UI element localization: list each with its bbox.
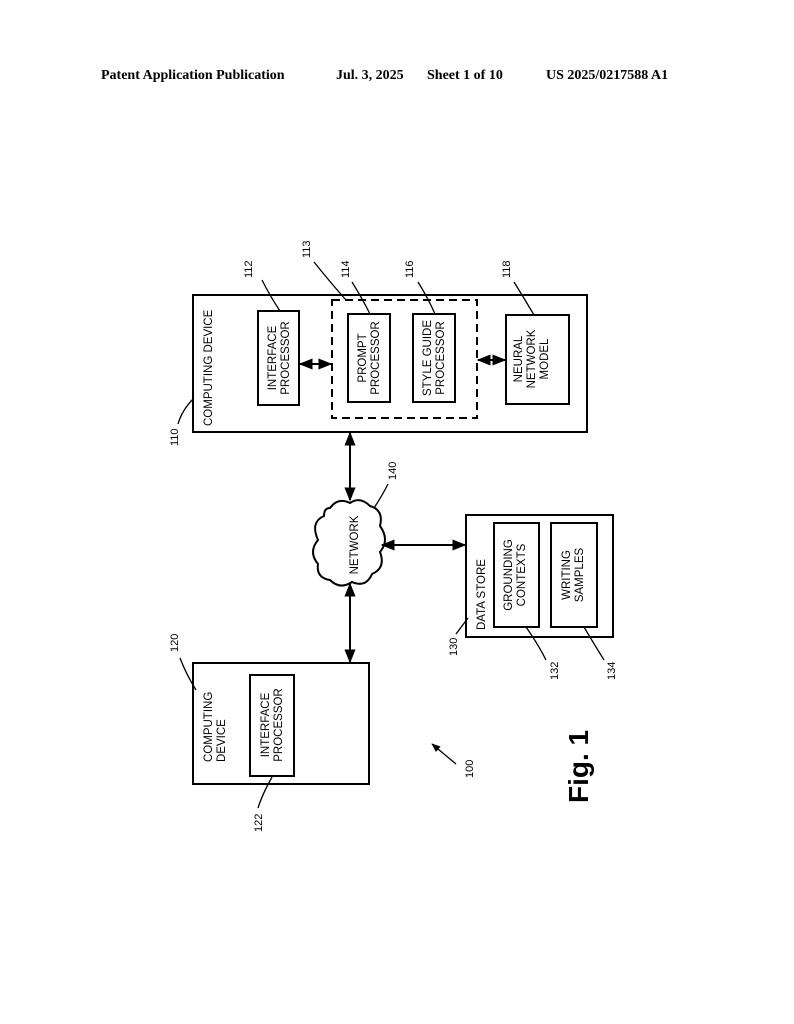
leader-112 — [261, 279, 281, 312]
page-header: Patent Application Publication Jul. 3, 2… — [0, 68, 794, 88]
writing-samples-134-label: WRITING SAMPLES — [561, 548, 586, 603]
leader-118 — [513, 281, 535, 316]
leader-132 — [525, 626, 547, 661]
ref-130: 130 — [448, 638, 460, 656]
ref-110: 110 — [169, 428, 181, 446]
svg-text:NETWORK: NETWORK — [526, 329, 538, 388]
interface-processor-122-box — [249, 674, 295, 777]
leader-120 — [179, 657, 197, 691]
grounding-contexts-132-box — [493, 522, 540, 628]
leader-114 — [351, 281, 371, 315]
ref-118: 118 — [501, 260, 513, 278]
neural-network-model-118-label: NEURAL NETWORK MODEL — [513, 329, 551, 388]
prompt-processor-114-label: PROMPT PROCESSOR — [357, 321, 382, 395]
svg-text:NEURAL: NEURAL — [513, 335, 525, 382]
svg-text:INTERFACE: INTERFACE — [267, 325, 279, 390]
arrow-100 — [431, 743, 457, 765]
ref-100: 100 — [464, 760, 476, 778]
leader-130 — [455, 617, 469, 635]
leader-110 — [177, 397, 195, 425]
style-guide-processor-116-box — [412, 313, 456, 403]
ref-134: 134 — [606, 662, 618, 680]
writing-samples-134-box — [550, 522, 598, 628]
ref-140: 140 — [387, 462, 399, 480]
data-store-130-box — [465, 514, 614, 638]
ref-112: 112 — [243, 260, 255, 278]
style-guide-processor-116-label: STYLE GUIDE PROCESSOR — [422, 320, 447, 396]
ref-116: 116 — [404, 260, 416, 278]
svg-text:PROCESSOR: PROCESSOR — [435, 321, 447, 395]
svg-text:PROMPT: PROMPT — [357, 333, 369, 382]
interface-processor-112-box — [257, 310, 300, 406]
interface-processor-122-label: INTERFACE PROCESSOR — [260, 688, 285, 762]
svg-text:DEVICE: DEVICE — [216, 719, 228, 762]
ref-122: 122 — [253, 814, 265, 832]
ref-113: 113 — [301, 240, 313, 258]
svg-text:PROCESSOR: PROCESSOR — [370, 321, 382, 395]
svg-text:PROCESSOR: PROCESSOR — [280, 321, 292, 395]
network-label: NETWORK — [349, 515, 361, 574]
sheet-number: Sheet 1 of 10 — [427, 68, 503, 83]
publication-number: US 2025/0217588 A1 — [546, 68, 669, 83]
svg-text:MODEL: MODEL — [539, 338, 551, 380]
publication-date: Jul. 3, 2025 — [336, 68, 404, 83]
leader-113 — [313, 261, 347, 301]
leader-140 — [373, 483, 389, 509]
svg-text:CONTEXTS: CONTEXTS — [516, 543, 528, 606]
leader-134 — [583, 626, 605, 661]
ref-120: 120 — [169, 634, 181, 652]
publication-type: Patent Application Publication — [101, 68, 285, 83]
svg-text:SAMPLES: SAMPLES — [574, 548, 586, 603]
processor-group-113-box — [331, 299, 478, 419]
svg-text:GROUNDING: GROUNDING — [503, 539, 515, 611]
data-store-label: DATA STORE — [476, 559, 488, 630]
svg-text:INTERFACE: INTERFACE — [260, 692, 272, 757]
grounding-contexts-132-label: GROUNDING CONTEXTS — [503, 539, 528, 611]
ref-132: 132 — [549, 662, 561, 680]
svg-text:COMPUTING: COMPUTING — [203, 692, 215, 762]
svg-text:PROCESSOR: PROCESSOR — [273, 688, 285, 762]
computing-device-120-box — [192, 662, 370, 785]
network-cloud — [312, 499, 386, 587]
svg-text:WRITING: WRITING — [561, 550, 573, 600]
computing-device-120-label: COMPUTING DEVICE — [203, 692, 228, 762]
computing-device-110-box — [192, 294, 588, 433]
leader-122 — [257, 776, 273, 809]
leader-116 — [417, 281, 436, 315]
computing-device-110-label: COMPUTING DEVICE — [203, 309, 215, 426]
svg-text:STYLE GUIDE: STYLE GUIDE — [422, 320, 434, 396]
ref-114: 114 — [340, 260, 352, 278]
figure-label: Fig. 1 — [563, 730, 594, 803]
prompt-processor-114-box — [347, 313, 391, 403]
interface-processor-112-label: INTERFACE PROCESSOR — [267, 321, 292, 395]
